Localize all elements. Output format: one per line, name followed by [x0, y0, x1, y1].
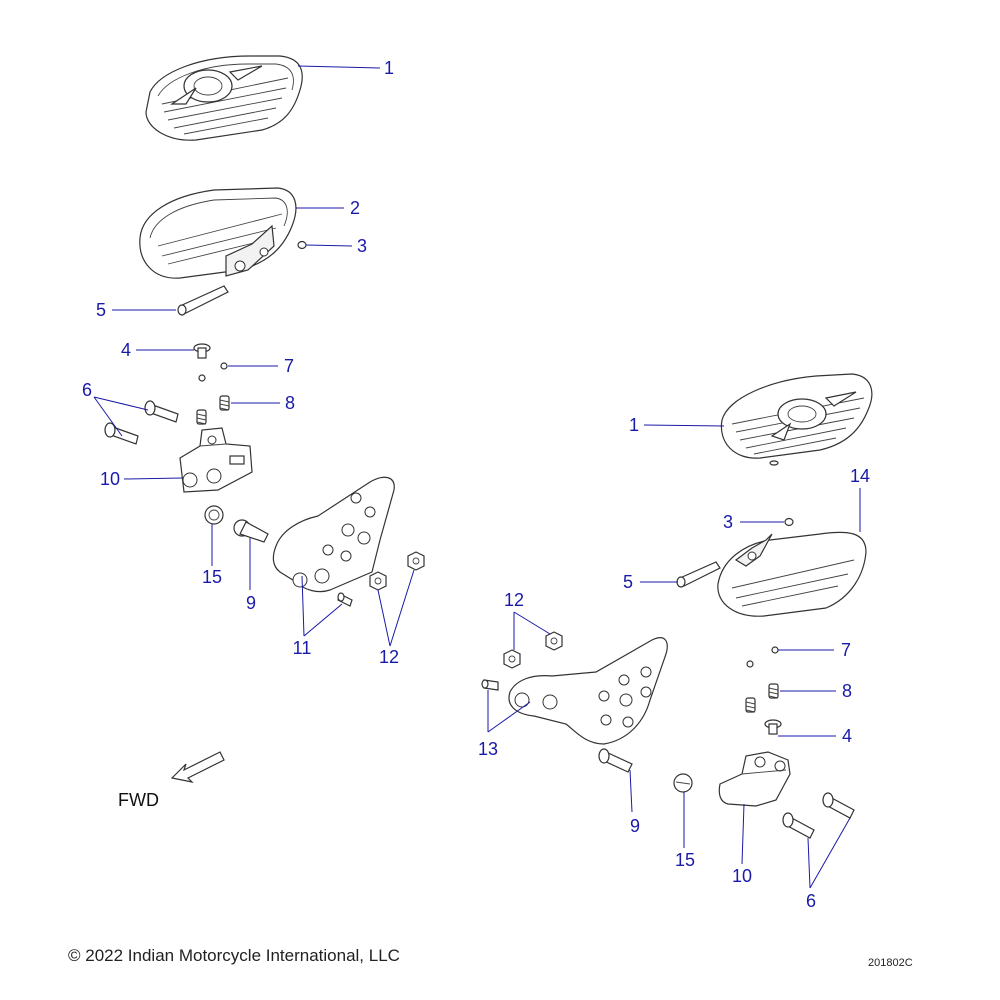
- part-15-bushing-left: [204, 505, 224, 525]
- part-6-bolt-right-a: [822, 792, 855, 819]
- callout-right-8: 8: [842, 681, 852, 701]
- part-10-mount-block-left: [179, 427, 253, 493]
- part-7-ball-left-a: [220, 362, 228, 370]
- callout-left-5: 5: [96, 300, 106, 320]
- callout-right-4: 4: [842, 726, 852, 746]
- part-1-floorboard-cover-right: [720, 373, 873, 466]
- callout-left-8: 8: [285, 393, 295, 413]
- part-6-bolt-left-a: [144, 400, 179, 423]
- part-13-bracket-right: [508, 637, 668, 745]
- part-1-floorboard-cover-left: [145, 55, 303, 141]
- leader-lines-left: [93, 65, 415, 647]
- leader-lines-right: [487, 424, 861, 889]
- callout-right-12: 12: [504, 590, 524, 610]
- part-8-spring-right: [745, 683, 779, 713]
- part-2-floorboard-base-left: [139, 187, 297, 279]
- part-7-ball-left-b: [198, 374, 206, 382]
- part-11-bracket-left: [272, 476, 395, 593]
- part-3-o-ring-left: [297, 240, 307, 250]
- part-9-bolt-right: [598, 748, 633, 773]
- callout-left-3: 3: [357, 236, 367, 256]
- part-11-dowel-left: [337, 592, 353, 607]
- callout-right-1: 1: [629, 415, 639, 435]
- part-4-detent-button-left: [193, 343, 211, 359]
- part-8-spring-left: [196, 395, 230, 425]
- part-14-floorboard-base-right: [717, 531, 867, 617]
- part-12-nut-right-b: [503, 649, 521, 669]
- callout-left-9: 9: [246, 593, 256, 613]
- callout-right-7: 7: [841, 640, 851, 660]
- callout-right-13: 13: [478, 739, 498, 759]
- callout-left-15: 15: [202, 567, 222, 587]
- callout-left-11: 11: [293, 638, 312, 658]
- callout-right-15: 15: [675, 850, 695, 870]
- part-12-nut-left-b: [407, 551, 425, 571]
- callout-right-5: 5: [623, 572, 633, 592]
- part-9-bolt-left: [233, 519, 269, 543]
- part-7-ball-right-a: [771, 646, 779, 654]
- fwd-label: FWD: [118, 790, 159, 810]
- callout-left-6: 6: [82, 380, 92, 400]
- callout-left-2: 2: [350, 198, 360, 218]
- callout-right-3: 3: [723, 512, 733, 532]
- callout-left-12: 12: [379, 647, 399, 667]
- callout-right-9: 9: [630, 816, 640, 836]
- part-6-bolt-left-b: [104, 422, 139, 445]
- part-5-pivot-pin-right: [676, 561, 721, 588]
- callout-left-7: 7: [284, 356, 294, 376]
- part-10-mount-block-right: [718, 751, 791, 807]
- part-6-bolt-right-b: [782, 812, 815, 839]
- part-12-nut-left-a: [369, 571, 387, 591]
- callout-right-14: 14: [850, 466, 870, 486]
- part-5-pivot-pin-left: [177, 285, 229, 316]
- callout-left-10: 10: [100, 469, 120, 489]
- part-13-dowel-right: [481, 679, 499, 691]
- part-7-ball-right-b: [746, 660, 754, 668]
- part-3-o-ring-right: [784, 517, 794, 527]
- callout-right-6: 6: [806, 891, 816, 911]
- part-4-detent-button-right: [764, 719, 782, 735]
- part-12-nut-right-a: [545, 631, 563, 651]
- fwd-arrow-icon: [170, 751, 225, 783]
- copyright-notice: © 2022 Indian Motorcycle International, …: [68, 946, 400, 965]
- callout-left-4: 4: [121, 340, 131, 360]
- part-15-bushing-right: [673, 773, 693, 793]
- callout-left-1: 1: [384, 58, 394, 78]
- callout-right-10: 10: [732, 866, 752, 886]
- drawing-id: 201802C: [868, 957, 913, 969]
